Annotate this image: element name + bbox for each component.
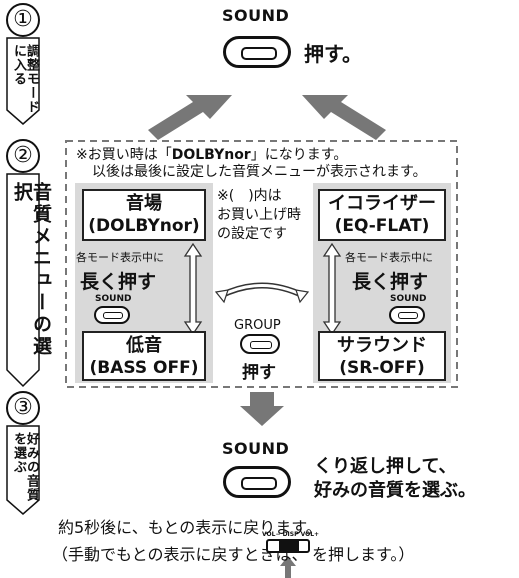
notice-line2: 以後は最後に設定した音質メニューが表示されます。	[92, 164, 427, 180]
step3-tag	[6, 425, 40, 515]
arrow-left-down	[148, 95, 232, 140]
right-long-press: 長く押す	[352, 271, 429, 293]
mode-frame	[65, 140, 458, 388]
step1-circle	[6, 3, 40, 37]
center-note-line2: お買い上げ時	[217, 207, 301, 223]
step1-label: 調整モードに入る	[11, 44, 39, 114]
step1-sound-button[interactable]	[223, 36, 291, 68]
group-button[interactable]	[240, 334, 280, 354]
disp-key-button[interactable]	[266, 539, 310, 553]
footer-line1: 約5秒後に、もとの表示に戻ります。	[58, 518, 322, 537]
step2-number: ②	[13, 143, 33, 168]
step3-sound-label: SOUND	[222, 439, 290, 458]
step1-tag	[6, 37, 40, 125]
right-sound-button[interactable]	[389, 306, 425, 324]
notice-line1: ※お買い時は「DOLBYnor」になります。	[76, 147, 348, 163]
left-sound-button[interactable]	[94, 306, 130, 324]
right-sound-label: SOUND	[390, 294, 427, 304]
step1-number: ①	[13, 7, 33, 32]
mode-box-bass: 低音 (BASS OFF)	[82, 331, 206, 381]
footer-line2-suffix: を押します。）	[312, 545, 415, 564]
mode-box-sound-field: 音場 (DOLBYnor)	[82, 189, 206, 241]
center-note-line1: ※( )内は	[217, 188, 282, 204]
disp-key-divider-icon	[279, 541, 299, 551]
left-sound-label: SOUND	[95, 294, 132, 304]
step3-sound-button[interactable]	[223, 466, 291, 498]
sound-button-slot-icon	[241, 47, 277, 60]
step1-sound-label: SOUND	[222, 6, 290, 25]
sound-button-slot-icon	[103, 312, 123, 319]
right-hint: 各モード表示中に	[345, 251, 433, 264]
mode-box-equalizer: イコライザー (EQ-FLAT)	[318, 189, 446, 241]
step2-label: 音質メニューの選択	[11, 182, 52, 358]
sound-button-slot-icon	[241, 477, 277, 490]
disp-key-label: VOL− DISP VOL+	[262, 531, 320, 538]
step2-tag	[6, 173, 40, 388]
arrow-right-down	[302, 95, 386, 140]
step1-action: 押す。	[304, 42, 362, 66]
step2-circle	[6, 139, 40, 173]
arrow-down-center	[240, 392, 284, 426]
footer-line2-prefix: （手動でもとの表示に戻すときは、	[52, 545, 308, 564]
group-button-slot-icon	[250, 341, 272, 349]
mode-box-surround: サラウンド (SR-OFF)	[318, 331, 446, 381]
left-hint: 各モード表示中に	[76, 251, 164, 264]
step3-number: ③	[13, 395, 33, 420]
sound-button-slot-icon	[398, 312, 418, 319]
disp-pointer-arrow	[280, 556, 296, 578]
center-note-line3: の設定です	[217, 226, 287, 242]
group-action: 押す	[242, 363, 276, 383]
step3-action-line2: 好みの音質を選ぶ。	[314, 480, 476, 501]
step3-circle	[6, 391, 40, 425]
group-label: GROUP	[234, 318, 281, 333]
step3-action-line1: くり返し押して、	[314, 456, 457, 477]
step3-label: 好みの音質を選ぶ	[11, 432, 39, 502]
left-long-press: 長く押す	[80, 271, 157, 293]
